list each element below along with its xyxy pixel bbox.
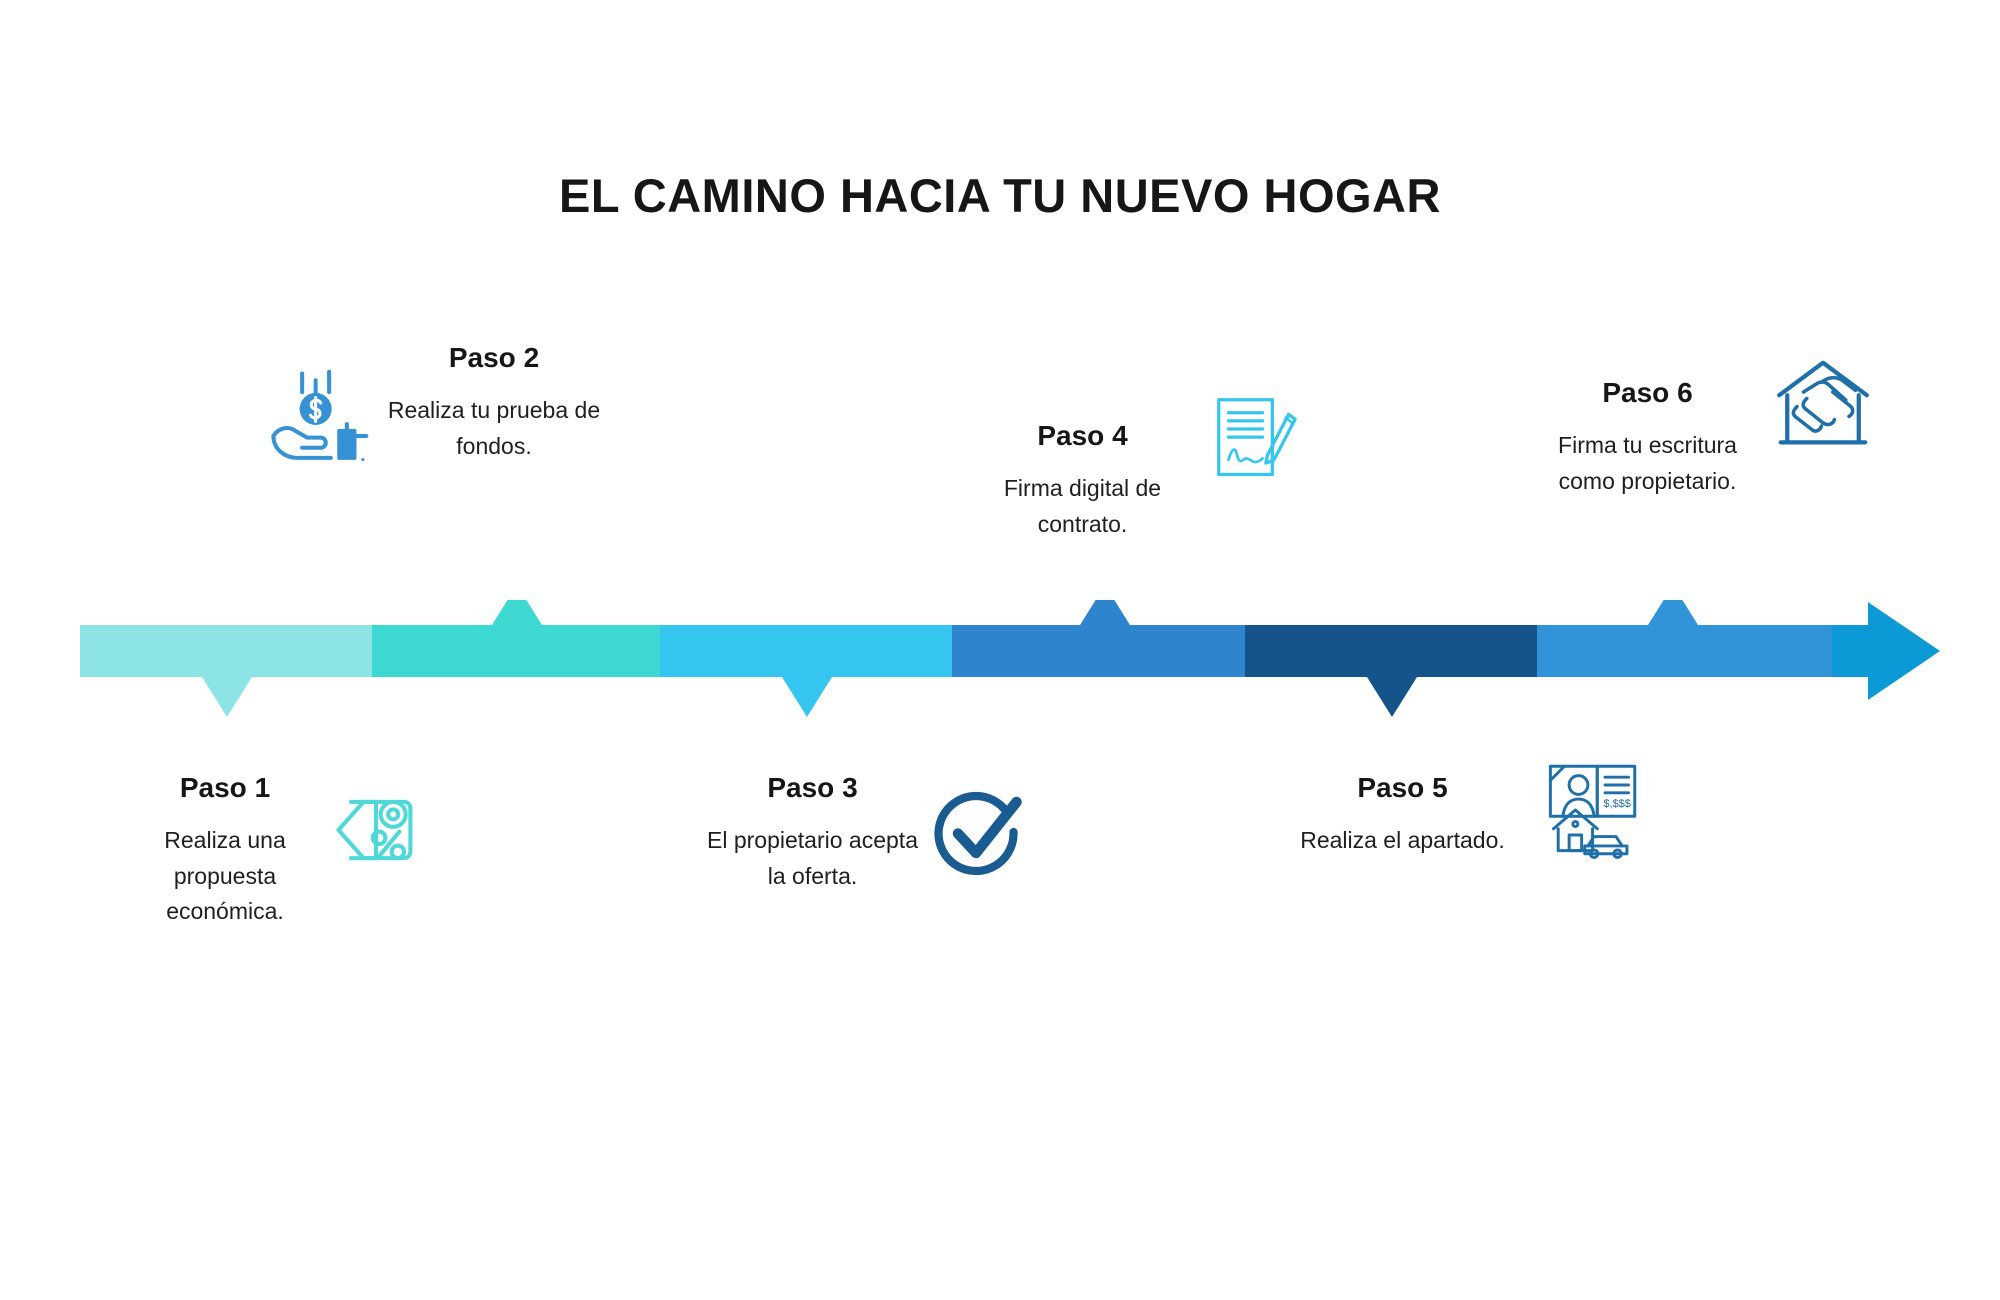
step-paso-6-title: Paso 6 bbox=[1602, 377, 1693, 408]
page-title: EL CAMINO HACIA TU NUEVO HOGAR bbox=[559, 169, 1441, 222]
timeline-arrow bbox=[0, 600, 2000, 720]
step-paso-3-description: El propietario acepta la oferta. bbox=[707, 827, 918, 889]
timeline-segment-2 bbox=[372, 600, 660, 677]
step-paso-5-title: Paso 5 bbox=[1357, 772, 1448, 803]
step-paso-4-text: Paso 4 Firma digital de contrato. bbox=[975, 418, 1190, 542]
step-paso-2-title: Paso 2 bbox=[448, 342, 540, 373]
step-paso-1-description: Realiza una propuesta económica. bbox=[164, 827, 286, 925]
check-circle-icon bbox=[931, 784, 1027, 885]
timeline-segment-6 bbox=[1537, 600, 1832, 677]
step-paso-3-title: Paso 3 bbox=[767, 772, 858, 803]
step-paso-1-text: Paso 1 Realiza una propuesta económica. bbox=[130, 770, 320, 930]
timeline-arrow-head bbox=[1832, 602, 1940, 700]
timeline-segment-5 bbox=[1245, 625, 1537, 717]
step-paso-5: Paso 5 Realiza el apartado. $,$$$ bbox=[1270, 764, 1641, 865]
hand-dollar-coin-icon bbox=[265, 360, 373, 473]
step-paso-5-text: Paso 5 Realiza el apartado. bbox=[1270, 770, 1535, 859]
step-paso-5-description: Realiza el apartado. bbox=[1300, 827, 1505, 853]
handshake-house-icon bbox=[1771, 353, 1875, 462]
step-paso-3-text: Paso 3 El propietario acepta la oferta. bbox=[700, 770, 925, 894]
svg-text:$,$$$: $,$$$ bbox=[1604, 798, 1631, 810]
step-paso-3: Paso 3 El propietario acepta la oferta. bbox=[700, 770, 1027, 894]
step-paso-4-title: Paso 4 bbox=[1037, 420, 1128, 451]
step-paso-1: Paso 1 Realiza una propuesta económica. bbox=[130, 770, 426, 930]
timeline-segment-3 bbox=[660, 625, 952, 717]
price-tag-percent-icon bbox=[326, 780, 426, 885]
timeline-segment-4 bbox=[952, 600, 1245, 677]
step-paso-2-description: Realiza tu prueba de fondos. bbox=[387, 397, 601, 459]
step-paso-6: Paso 6 Firma tu escritura como propietar… bbox=[1530, 360, 1875, 499]
step-paso-1-title: Paso 1 bbox=[179, 772, 271, 803]
step-paso-4-description: Firma digital de contrato. bbox=[1003, 475, 1162, 537]
house-deposit-icon: $,$$$ bbox=[1541, 760, 1641, 865]
step-paso-2: Paso 2 Realiza tu prueba de fondos. bbox=[265, 340, 609, 473]
step-paso-6-description: Firma tu escritura como propietario. bbox=[1558, 432, 1737, 494]
step-paso-6-text: Paso 6 Firma tu escritura como propietar… bbox=[1530, 375, 1765, 499]
timeline-segment-1 bbox=[80, 625, 372, 717]
signed-document-pen-icon bbox=[1196, 390, 1300, 499]
step-paso-2-text: Paso 2 Realiza tu prueba de fondos. bbox=[379, 340, 609, 464]
step-paso-4: Paso 4 Firma digital de contrato. bbox=[975, 398, 1300, 542]
